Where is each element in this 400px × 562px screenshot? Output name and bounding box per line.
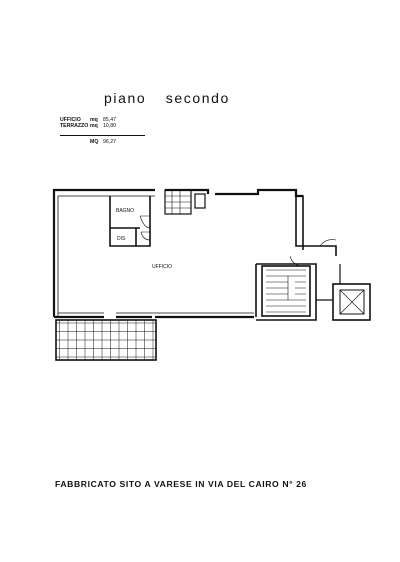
area-total-value: 96,27: [103, 139, 116, 145]
area-table: UFFICIO mq 85,47 TERRAZZO mq 10,80: [60, 117, 150, 129]
area-value: 10,80: [103, 123, 116, 130]
stair-core: [261, 265, 311, 317]
area-unit: mq: [90, 123, 98, 130]
east-wall: [295, 195, 320, 250]
room-label-ufficio: UFFICIO: [152, 264, 172, 270]
terrace-tiles: [55, 319, 157, 361]
elevator-shaft: [332, 283, 371, 321]
elevator-cross: [339, 289, 365, 315]
east-wall-lower: [255, 263, 317, 321]
area-label: TERRAZZO: [60, 123, 89, 130]
stair-core-treads: [266, 269, 306, 313]
area-total-rule: [60, 135, 145, 136]
area-label: UFFICIO: [60, 117, 81, 123]
outer-wall: [52, 188, 303, 317]
elevator-wall: [316, 264, 341, 301]
area-total: MQ 96,27: [90, 139, 116, 145]
area-unit: mq: [90, 117, 98, 123]
plan-title: piano secondo: [104, 90, 230, 106]
area-row-ufficio: UFFICIO mq 85,47: [60, 117, 150, 123]
area-total-unit: MQ: [90, 139, 99, 145]
area-row-terrazzo: TERRAZZO mq 10,80: [60, 123, 150, 129]
duct: [194, 193, 206, 209]
elevator-car: [339, 289, 365, 315]
building-address: FABBRICATO SITO A VARESE IN VIA DEL CAIR…: [55, 479, 307, 489]
corridor-door: [319, 239, 337, 247]
door-swing: [139, 215, 151, 229]
stair-treads: [165, 190, 191, 214]
room-label-bagno: BAGNO: [116, 208, 134, 214]
area-value: 85,47: [103, 117, 116, 123]
corridor-opening: [320, 245, 337, 256]
door-swing: [140, 231, 151, 241]
room-label-dis: DIS: [117, 236, 126, 242]
bathroom-wall: [109, 196, 151, 247]
outer-wall-inner-line: [57, 195, 155, 317]
